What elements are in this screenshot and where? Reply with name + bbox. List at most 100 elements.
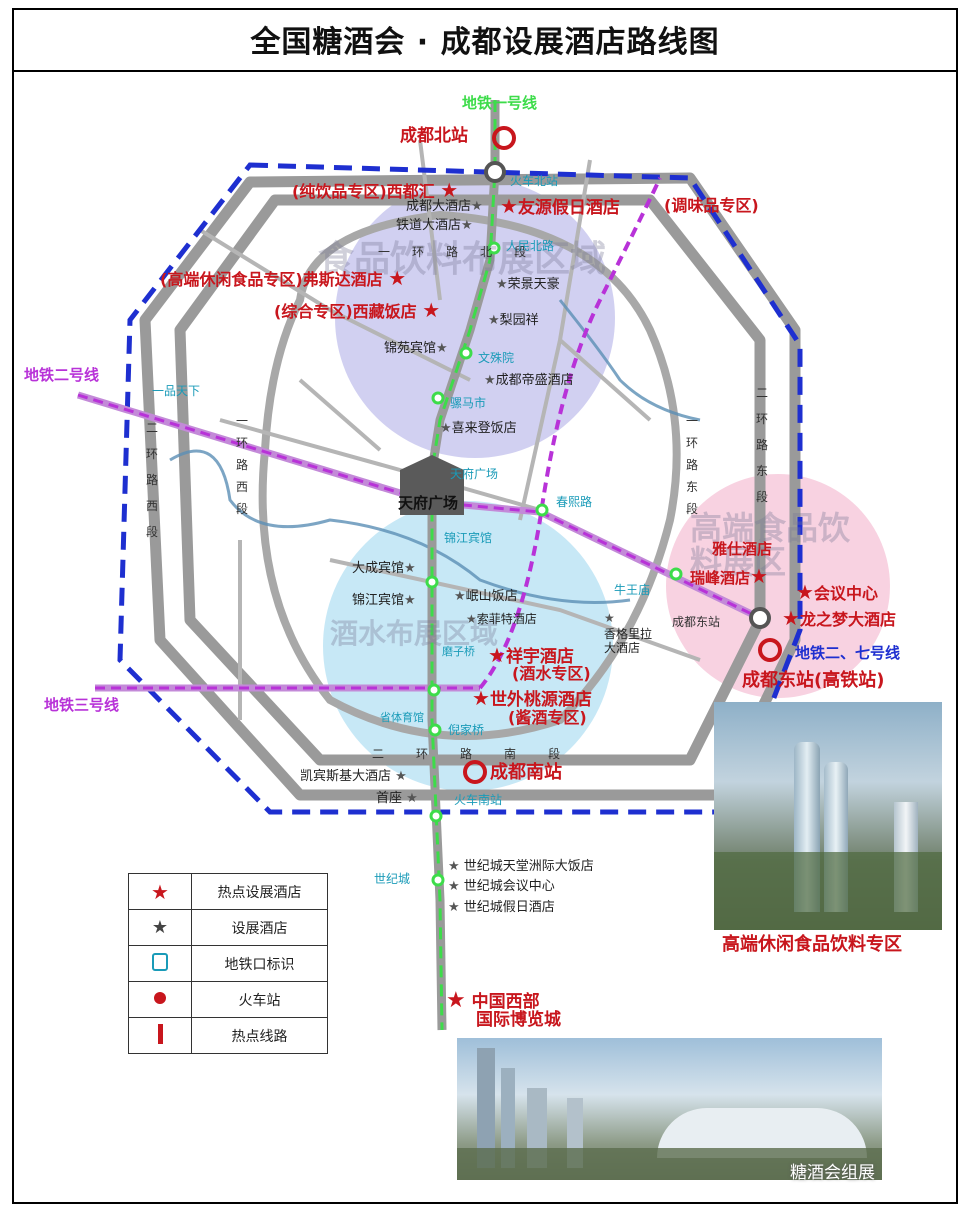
hotel-label: ★ 世纪城假日酒店 bbox=[448, 900, 555, 915]
gray-star-icon: ★ bbox=[436, 341, 448, 356]
metro-line-2-label: 地铁二号线 bbox=[24, 366, 100, 384]
hotel-label: ★ bbox=[604, 612, 615, 624]
hot-hotel-label: (高端休闲食品专区)弗斯达酒店 ★ bbox=[160, 266, 407, 290]
red-star-icon: ★ bbox=[440, 178, 459, 202]
metro-stop-label: 锦江宾馆 bbox=[444, 531, 493, 545]
hot-hotel-label: 瑞峰酒店★ bbox=[690, 564, 768, 588]
expo-city-photo bbox=[457, 1038, 882, 1180]
metro-stop-label: 省体育馆 bbox=[380, 711, 424, 724]
red-star-icon: ★ bbox=[472, 686, 490, 710]
south-station-logo-icon bbox=[463, 760, 487, 784]
gray-star-icon: ★ bbox=[406, 791, 418, 806]
metro-stop-label: 春熙路 bbox=[556, 495, 593, 509]
gray-star-icon: ★ bbox=[488, 313, 500, 328]
metro-line-3-label: 地铁三号线 bbox=[44, 696, 120, 714]
legend-label: 地铁口标识 bbox=[191, 945, 328, 982]
red-star-icon: ★ bbox=[500, 194, 518, 218]
hot-hotel-label: ★会议中心 bbox=[796, 580, 878, 604]
hotel-label: 凯宾斯基大酒店 ★ bbox=[300, 769, 407, 784]
red-bar-icon bbox=[157, 1023, 163, 1044]
photo-caption: 高端休闲食品饮料专区 bbox=[722, 934, 902, 955]
legend-label: 设展酒店 bbox=[191, 909, 328, 946]
road-label-r2-west: 二环路西段 bbox=[146, 421, 159, 539]
east-station-marker bbox=[749, 607, 771, 629]
red-star-icon: ★ bbox=[446, 988, 466, 1013]
red-star-icon: ★ bbox=[796, 580, 814, 604]
east-station-logo-icon bbox=[758, 638, 782, 662]
east-station-label: 成都东站(高铁站) bbox=[742, 670, 885, 691]
legend-label: 火车站 bbox=[191, 981, 328, 1018]
legend-row: 地铁口标识 bbox=[128, 945, 328, 982]
legend-row: 热点线路 bbox=[128, 1017, 328, 1054]
hotel-label: ★ 世纪城天堂洲际大饭店 bbox=[448, 859, 594, 874]
hotel-label: ★岷山饭店 bbox=[454, 589, 518, 604]
hotel-label: ★ 世纪城会议中心 bbox=[448, 879, 555, 894]
east-station-photo bbox=[714, 702, 942, 930]
liquor-zone-label: 酒水布展区域 bbox=[330, 617, 499, 650]
hot-hotel-label: ★祥宇酒店 bbox=[488, 643, 574, 667]
hot-hotel-label: (酱酒专区) bbox=[508, 708, 587, 727]
hotel-label: ★梨园祥 bbox=[488, 313, 539, 328]
hot-hotel-label: ★龙之梦大酒店 bbox=[782, 606, 896, 630]
hotel-label: 首座 ★ bbox=[376, 791, 418, 806]
metro-line-1 bbox=[427, 100, 500, 1031]
gray-star-icon: ★ bbox=[440, 421, 452, 436]
gray-star-icon: ★ bbox=[496, 277, 508, 292]
metro-stop-label: 火车北站 bbox=[510, 174, 559, 188]
hotel-label: 铁道大酒店★ bbox=[396, 218, 473, 233]
gray-star-icon: ★ bbox=[448, 900, 460, 915]
hot-hotel-label: (纯饮品专区)西都汇 ★ bbox=[292, 178, 459, 202]
gray-star-icon: ★ bbox=[404, 593, 416, 608]
legend-row: ★ 设展酒店 bbox=[128, 909, 328, 946]
hot-hotel-label: (酒水专区) bbox=[512, 664, 591, 683]
gray-star-icon: ★ bbox=[604, 611, 615, 625]
gray-star-icon: ★ bbox=[151, 917, 169, 938]
road-label-r2-south: 二环路南段 bbox=[372, 747, 593, 761]
red-star-icon: ★ bbox=[422, 298, 441, 322]
road-label-r1-west: 一环路西段 bbox=[236, 414, 249, 516]
metro-stop-label: 人民北路 bbox=[506, 239, 555, 253]
gray-star-icon: ★ bbox=[448, 859, 460, 874]
gray-star-icon: ★ bbox=[454, 589, 466, 604]
gray-star-icon: ★ bbox=[471, 199, 483, 214]
gray-star-icon: ★ bbox=[461, 218, 473, 233]
metro-stop-label: 倪家桥 bbox=[448, 723, 485, 737]
plaza-label: 天府广场 bbox=[398, 494, 459, 512]
metro-stop-label: 成都东站 bbox=[672, 615, 721, 629]
red-star-icon: ★ bbox=[488, 643, 506, 667]
gray-star-icon: ★ bbox=[484, 373, 496, 388]
metro-line-2-7-label: 地铁二、七号线 bbox=[795, 644, 901, 662]
metro-stop-label: 世纪城 bbox=[374, 872, 411, 886]
hotel-label: 锦江宾馆★ bbox=[352, 593, 416, 608]
south-station-label: 成都南站 bbox=[490, 762, 562, 783]
highend-zone-circle bbox=[666, 474, 890, 698]
hotel-label: 大成宾馆★ bbox=[352, 561, 416, 576]
hot-hotel-label: ★世外桃源酒店 bbox=[472, 686, 592, 710]
north-station-logo-icon bbox=[492, 126, 516, 150]
highend-zone-label: 高端食品饮料展区 bbox=[690, 509, 851, 581]
gray-star-icon: ★ bbox=[448, 879, 460, 894]
tianfu-plaza-marker bbox=[400, 455, 464, 515]
hotel-label: ★喜来登饭店 bbox=[440, 421, 517, 436]
hotel-label: 锦苑宾馆★ bbox=[384, 341, 448, 356]
metro-stop-label: 火车南站 bbox=[454, 793, 503, 807]
hot-hotel-label: 雅仕酒店 bbox=[712, 540, 773, 558]
page-title: 全国糖酒会 · 成都设展酒店路线图 bbox=[12, 8, 958, 72]
metro-line-7 bbox=[478, 177, 662, 690]
metro-stop-label: 骡马市 bbox=[450, 396, 487, 410]
hotel-label: ★成都帝盛酒店 bbox=[484, 373, 574, 388]
legend-label: 热点线路 bbox=[191, 1017, 328, 1054]
map-frame bbox=[12, 8, 958, 1204]
map-legend: ★ 热点设展酒店 ★ 设展酒店 地铁口标识 火车站 热点线路 bbox=[128, 873, 328, 1054]
metro-line-1-label: 地铁一号线 bbox=[462, 94, 538, 112]
metro-icon bbox=[152, 952, 168, 971]
watermark: 糖酒会组展 bbox=[790, 1163, 875, 1183]
gray-star-icon: ★ bbox=[466, 612, 477, 626]
road-label-r1-north: 一环路北段 bbox=[378, 245, 549, 259]
red-star-icon: ★ bbox=[782, 606, 800, 630]
red-star-icon: ★ bbox=[750, 564, 768, 588]
hotel-label: ★荣景天豪 bbox=[496, 277, 560, 292]
hot-hotel-label: ★ 中国西部 bbox=[446, 988, 540, 1013]
legend-label: 热点设展酒店 bbox=[191, 873, 328, 910]
red-dot-icon bbox=[154, 991, 166, 1004]
